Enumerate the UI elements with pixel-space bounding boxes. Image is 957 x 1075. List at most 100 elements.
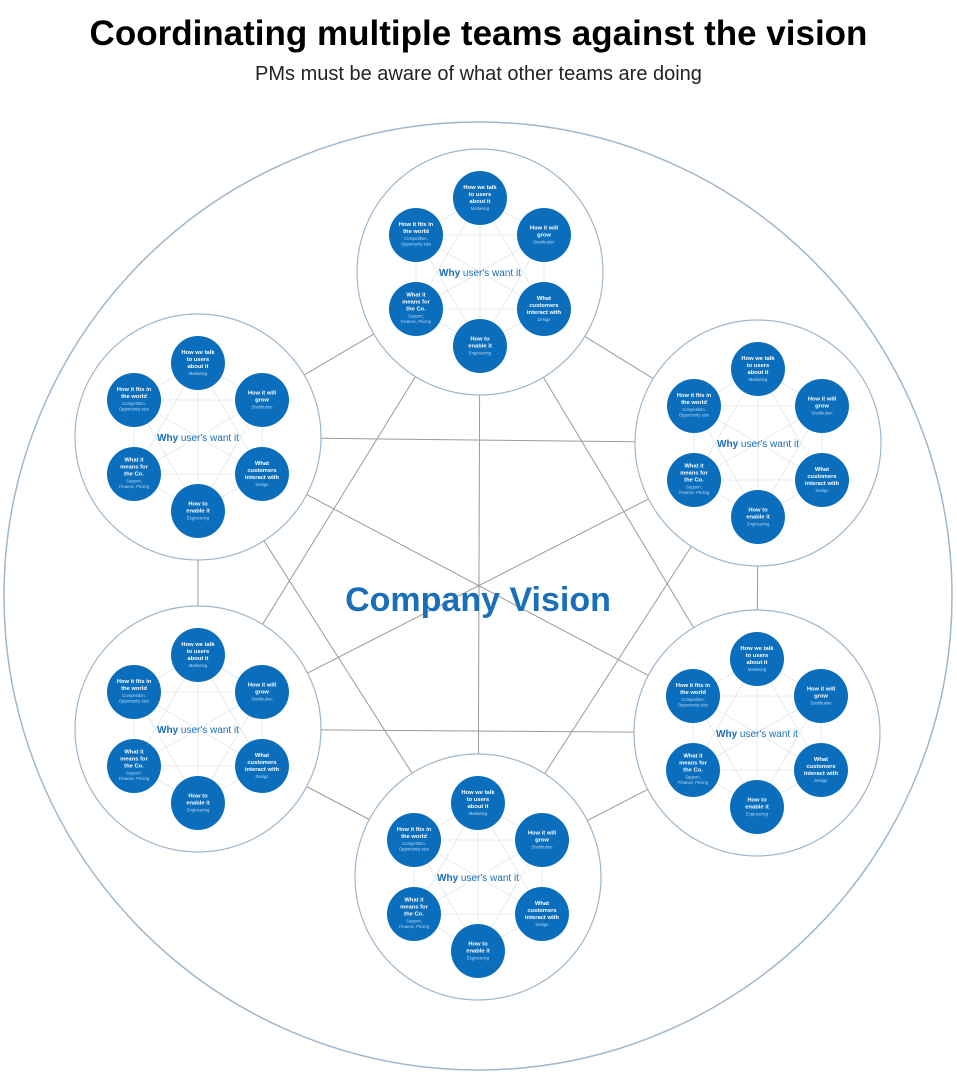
team-node-circle <box>451 776 505 830</box>
team-node-sublabel: Distribution <box>534 240 556 245</box>
team-node-circle <box>171 336 225 390</box>
team-node-sublabel: Support, <box>126 479 142 484</box>
team-node-label: enable it <box>745 805 769 811</box>
team-node-sublabel: Finance, Pricing <box>679 490 710 495</box>
team-node-label: about it <box>470 199 491 205</box>
team-node-label: grow <box>255 398 269 404</box>
team-node-label: How it will <box>808 397 837 403</box>
team-center-bold: Why <box>157 433 179 444</box>
team-node-label: the world <box>401 834 427 840</box>
team-node-sublabel: Design <box>255 774 269 779</box>
team-node-label: enable it <box>746 515 770 521</box>
team-node-label: How it will <box>528 831 557 837</box>
team-node-sublabel: Distribution <box>812 411 834 416</box>
team-node-label: What <box>537 296 551 302</box>
team-center-bold: Why <box>716 729 738 740</box>
team-node-sublabel: Finance, Pricing <box>678 780 709 785</box>
team-node-circle <box>171 484 225 538</box>
team-node-label: to users <box>187 649 210 655</box>
team-node-label: customers <box>806 764 835 770</box>
team-center-rest: user's want it <box>178 725 239 736</box>
team-node-label: enable it <box>186 801 210 807</box>
team-node-circle <box>795 379 849 433</box>
team-node-circle <box>667 453 721 507</box>
team-node-label: means for <box>400 905 428 911</box>
team-node-label: means for <box>120 757 148 763</box>
team-node-label: How it will <box>530 226 559 232</box>
team-node-sublabel: Marketing <box>471 206 490 211</box>
team-node-circle <box>666 743 720 797</box>
team-node-sublabel: Finance, Pricing <box>119 776 150 781</box>
team-node-label: about it <box>188 364 209 370</box>
team-node-label: customers <box>247 468 276 474</box>
connector-top-bottom <box>477 394 481 755</box>
team-node-label: How to <box>188 502 208 508</box>
team-node-sublabel: Design <box>255 482 269 487</box>
team-center-bold: Why <box>439 268 461 279</box>
team-node-sublabel: Support, <box>686 485 702 490</box>
team-node-sublabel: Engineering <box>746 812 769 817</box>
connector-lower-left-lower-right <box>320 729 635 733</box>
team-center-rest: user's want it <box>178 433 239 444</box>
team-node-label: the world <box>121 686 147 692</box>
team-node-label: What <box>535 901 549 907</box>
team-node-circle <box>107 665 161 719</box>
team-node-sublabel: Design <box>814 778 828 783</box>
team-node-sublabel: Competition, <box>122 693 146 698</box>
team-center-rest: user's want it <box>738 439 799 450</box>
team-center-label: Why user's want it <box>157 433 239 444</box>
connector-top-lower-right <box>542 377 695 628</box>
team-node-sublabel: Design <box>537 317 551 322</box>
team-node-label: to users <box>467 797 490 803</box>
team-node-label: grow <box>537 233 551 239</box>
team-node-label: means for <box>680 471 708 477</box>
connector-upper-right-lower-left <box>307 498 649 674</box>
team-node-sublabel: Distribution <box>252 405 274 410</box>
team-node-label: the Co. <box>683 768 703 774</box>
team-node-label: to users <box>469 192 492 198</box>
company-vision-label: Company Vision <box>345 581 611 619</box>
team-node-circle <box>730 780 784 834</box>
team-node-sublabel: Support, <box>406 919 422 924</box>
team-node-label: grow <box>814 694 828 700</box>
team-node-label: What <box>814 757 828 763</box>
team-node-sublabel: Finance, Pricing <box>399 924 430 929</box>
team-node-label: the Co. <box>124 764 144 770</box>
team-node-circle <box>107 447 161 501</box>
team-center-label: Why user's want it <box>717 439 799 450</box>
team-node-circle <box>387 887 441 941</box>
team-node-label: How it will <box>248 391 277 397</box>
team-node-label: the world <box>680 690 706 696</box>
team-node-sublabel: Opportunity size <box>679 413 710 418</box>
team-node-label: How we talk <box>741 356 775 362</box>
team-node-circle <box>235 739 289 793</box>
connector-upper-left-upper-right <box>320 437 636 443</box>
team-node-sublabel: Opportunity size <box>678 703 709 708</box>
connector-upper-left-lower-right <box>306 494 649 676</box>
team-node-label: the Co. <box>406 307 426 313</box>
team-center-label: Why user's want it <box>439 268 521 279</box>
team-center-label: Why user's want it <box>157 725 239 736</box>
team-node-label: interact with <box>525 915 560 921</box>
team-node-circle <box>794 669 848 723</box>
team-node-circle <box>667 379 721 433</box>
